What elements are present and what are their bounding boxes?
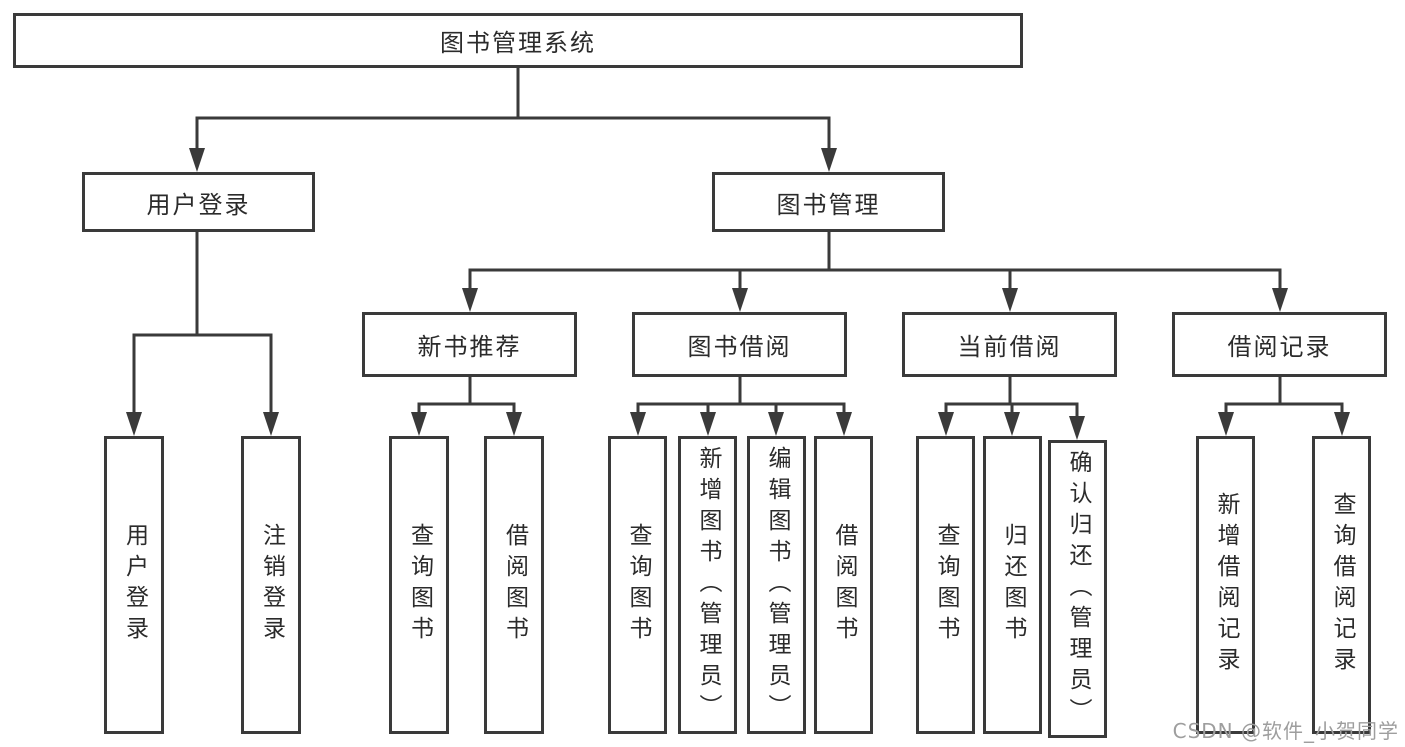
- arrow-down-icon: [263, 412, 279, 436]
- arrow-down-icon: [938, 412, 954, 436]
- arrow-down-icon: [189, 148, 205, 172]
- arrow-down-icon: [126, 412, 142, 436]
- arrow-down-icon: [411, 412, 427, 436]
- node-label: 查询图书: [625, 523, 651, 647]
- node-library-management-system: 图书管理系统: [13, 13, 1023, 68]
- node-label: 查询图书: [406, 523, 433, 647]
- leaf-confirm-return-admin: 确认归还（管理员）: [1048, 440, 1107, 738]
- node-label: 查询图书: [933, 523, 959, 647]
- node-label: 新书推荐: [417, 333, 522, 361]
- leaf-user-login: 用户登录: [104, 436, 164, 734]
- leaf-add-books-admin: 新增图书（管理员）: [678, 436, 737, 734]
- node-label: 用户登录: [146, 190, 251, 219]
- node-label: 借阅图书: [831, 523, 857, 647]
- node-label: 图书借阅: [687, 333, 792, 361]
- tree-edges: [132, 68, 1344, 420]
- arrow-down-icon: [1002, 288, 1018, 312]
- arrow-down-icon: [506, 412, 522, 436]
- node-user-login: 用户登录: [82, 172, 315, 232]
- node-label: 当前借阅: [957, 333, 1062, 361]
- leaf-query-books-recommend: 查询图书: [389, 436, 449, 734]
- leaf-borrow-books-recommend: 借阅图书: [484, 436, 544, 734]
- node-label: 新增借阅记录: [1213, 492, 1239, 678]
- node-label: 注销登录: [258, 523, 285, 647]
- arrow-down-icons: [126, 148, 1350, 440]
- arrow-down-icon: [1272, 288, 1288, 312]
- node-label: 图书管理系统: [440, 29, 596, 57]
- node-current-borrow: 当前借阅: [902, 312, 1117, 377]
- arrow-down-icon: [1334, 412, 1350, 436]
- leaf-borrow-books: 借阅图书: [814, 436, 873, 734]
- leaf-query-borrow-record: 查询借阅记录: [1312, 436, 1371, 734]
- node-label: 确认归还（管理员）: [1065, 449, 1091, 729]
- node-label: 借阅记录: [1227, 333, 1332, 361]
- arrow-down-icon: [1218, 412, 1234, 436]
- node-label: 新增图书（管理员）: [695, 445, 721, 725]
- node-new-book-recommend: 新书推荐: [362, 312, 577, 377]
- node-book-management: 图书管理: [712, 172, 945, 232]
- node-label: 归还图书: [1000, 523, 1026, 647]
- node-borrow-record: 借阅记录: [1172, 312, 1387, 377]
- arrow-down-icon: [768, 412, 784, 436]
- leaf-query-books-borrow: 查询图书: [608, 436, 667, 734]
- node-label: 图书管理: [776, 190, 881, 219]
- csdn-watermark: CSDN @软件_小贺同学: [1172, 719, 1399, 743]
- node-label: 查询借阅记录: [1329, 492, 1355, 678]
- arrow-down-icon: [732, 288, 748, 312]
- leaf-add-borrow-record: 新增借阅记录: [1196, 436, 1255, 734]
- node-label: 用户登录: [121, 523, 148, 647]
- arrow-down-icon: [821, 148, 837, 172]
- leaf-edit-books-admin: 编辑图书（管理员）: [747, 436, 806, 734]
- leaf-logout: 注销登录: [241, 436, 301, 734]
- arrow-down-icon: [700, 412, 716, 436]
- arrow-down-icon: [630, 412, 646, 436]
- node-book-borrow: 图书借阅: [632, 312, 847, 377]
- leaf-query-books-current: 查询图书: [916, 436, 975, 734]
- arrow-down-icon: [836, 412, 852, 436]
- arrow-down-icon: [462, 288, 478, 312]
- arrow-down-icon: [1004, 412, 1020, 436]
- node-label: 编辑图书（管理员）: [764, 445, 790, 725]
- arrow-down-icon: [1069, 416, 1085, 440]
- leaf-return-books: 归还图书: [983, 436, 1042, 734]
- node-label: 借阅图书: [501, 523, 528, 647]
